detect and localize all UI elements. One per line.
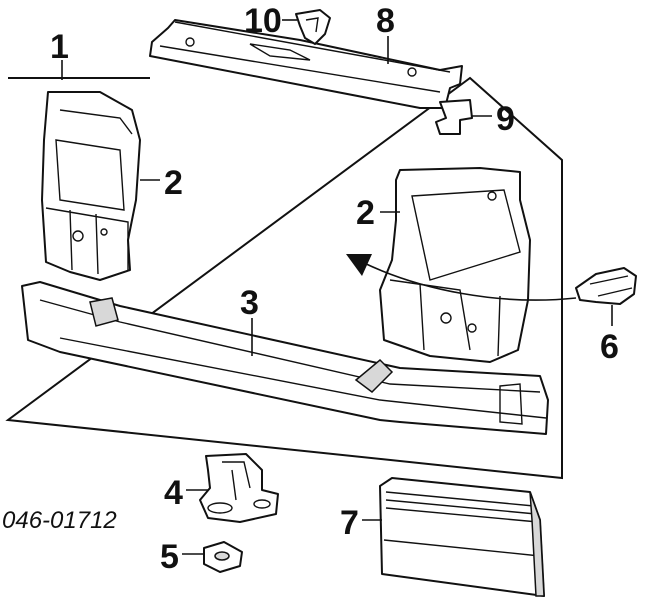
latch-bracket-part-6 [575,267,637,305]
callout-3: 3 [240,284,259,322]
callout-7: 7 [340,504,359,542]
lower-support-beam [21,281,549,435]
callout-2-left: 2 [164,164,183,202]
callout-10: 10 [244,2,282,40]
grille-panel-part-7 [379,477,545,597]
headlamp-panel-right [379,167,531,363]
callout-8: 8 [376,2,395,40]
bracket-part-9 [435,99,473,135]
upper-tie-bar [149,19,463,109]
insulator-part-5 [203,541,243,573]
callout-9: 9 [496,100,515,138]
callout-2-right: 2 [356,194,375,232]
install-arrow [361,261,577,301]
callout-1: 1 [50,28,69,66]
headlamp-panel-left [41,91,141,281]
callout-5: 5 [160,538,179,576]
mount-bracket-part-4 [199,453,279,523]
arrow-head [346,254,372,276]
clip-part-10 [295,9,331,45]
callout-6: 6 [600,328,619,366]
assembly-frame [5,76,563,480]
catalog-code: 046-01712 [2,507,117,534]
callout-4: 4 [164,474,183,512]
